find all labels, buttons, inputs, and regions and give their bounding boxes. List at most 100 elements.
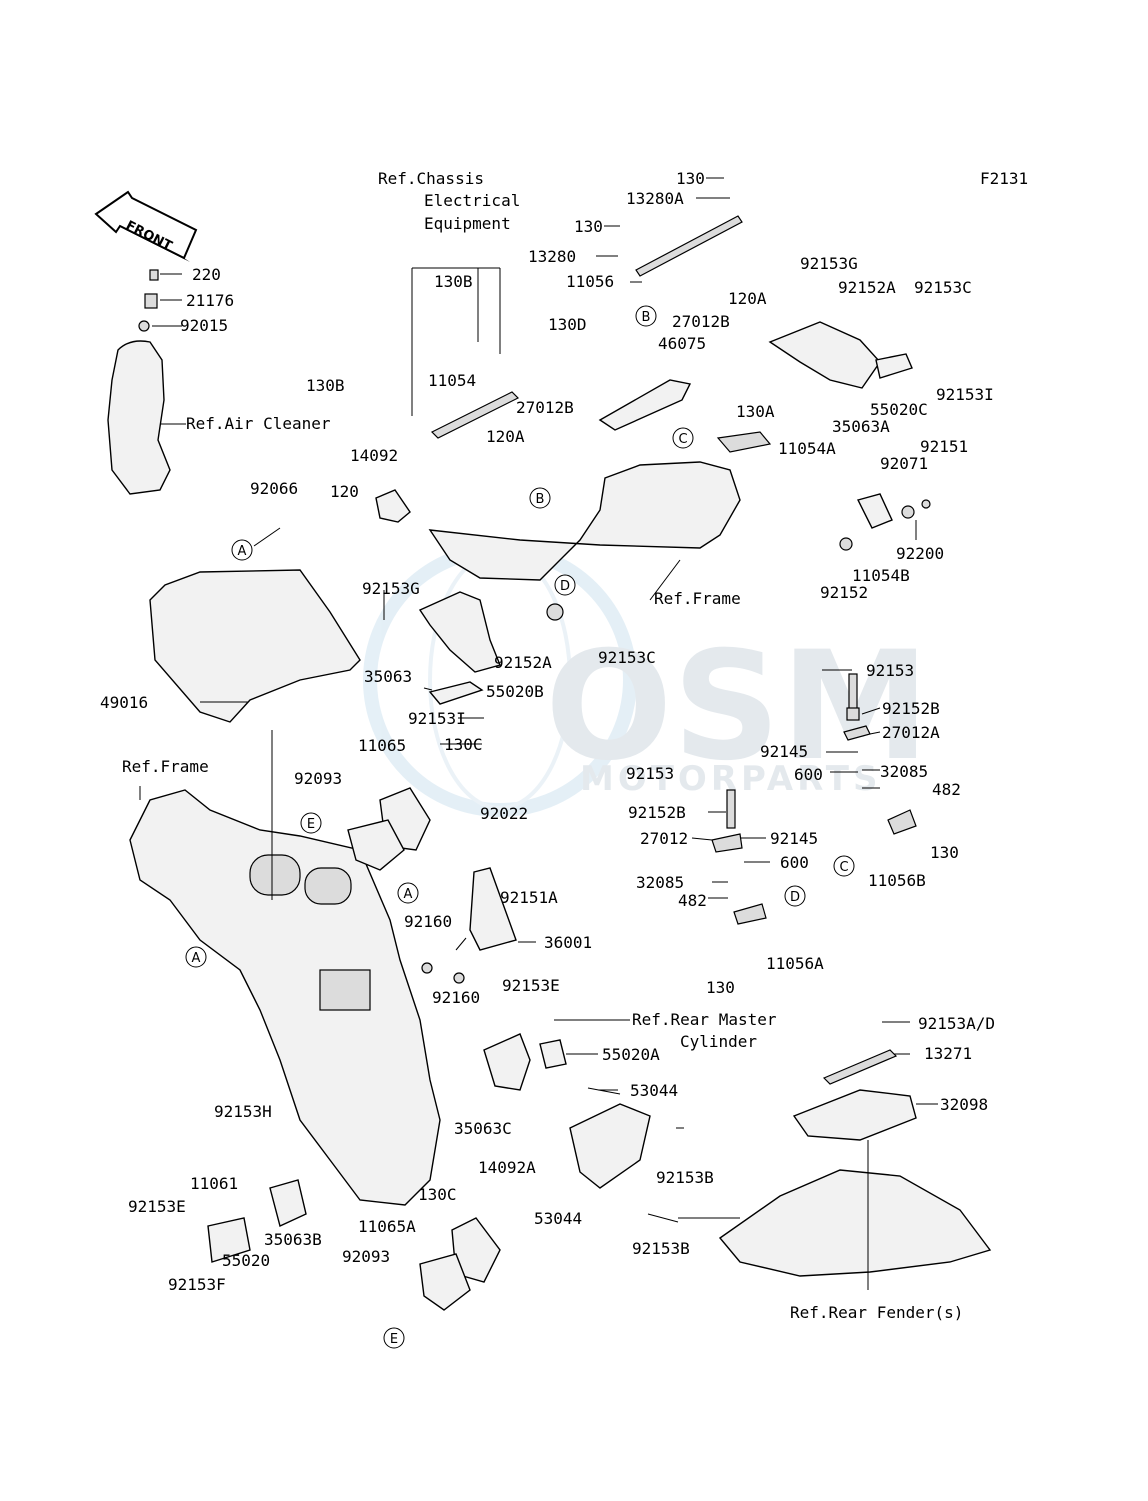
- part-label: 92151: [920, 437, 968, 456]
- part-label: 92153H: [214, 1102, 272, 1121]
- part-label: 32085: [636, 873, 684, 892]
- part-label: 92015: [180, 316, 228, 335]
- part-label: 92093: [294, 769, 342, 788]
- part-label: 92152: [820, 583, 868, 602]
- front-arrow-icon: FRONT: [94, 190, 198, 262]
- bracket-35063A: [768, 321, 881, 389]
- part-label: 130: [706, 978, 735, 997]
- part-label: 27012B: [672, 312, 730, 331]
- bracket-14092: [375, 489, 411, 523]
- bracket-55020C: [875, 353, 913, 379]
- callout-a-left: [185, 946, 207, 968]
- seal-92093: [347, 819, 405, 871]
- part-label: 92153I: [936, 385, 994, 404]
- part-label: 92160: [432, 988, 480, 1007]
- lever-27012: [711, 833, 743, 853]
- washer-92152: [839, 537, 853, 551]
- callout-c-top-label: C: [678, 432, 687, 447]
- part-label: 130: [930, 843, 959, 862]
- leader-lines: [139, 177, 938, 1290]
- bar-11056: [635, 215, 743, 277]
- ref-frame-top: Ref.Frame: [654, 589, 741, 608]
- ref-chassis-1: Ref.Chassis: [378, 169, 484, 188]
- part-label: 92153F: [168, 1275, 226, 1294]
- part-label: 92152B: [882, 699, 940, 718]
- part-label: 92153I: [408, 709, 466, 728]
- air-cleaner-duct: [107, 340, 171, 495]
- part-label: 27012B: [516, 398, 574, 417]
- part-label: 92071: [880, 454, 928, 473]
- bracket-11054B: [856, 493, 893, 529]
- bracket-55020B: [428, 681, 484, 705]
- bracket-35063C: [483, 1033, 531, 1091]
- part-label: 14092A: [478, 1158, 536, 1177]
- part-label: 92145: [760, 742, 808, 761]
- part-label: 55020C: [870, 400, 928, 419]
- part-label: 92022: [480, 804, 528, 823]
- collar-92152B: [846, 707, 860, 721]
- part-label: 92153G: [362, 579, 420, 598]
- rear-fender: [718, 1169, 992, 1277]
- callout-c-right-label: C: [839, 860, 848, 875]
- bolt-92153-center: [726, 789, 736, 829]
- callout-c-top: [672, 427, 694, 449]
- part-label: 32098: [940, 1095, 988, 1114]
- part-label: 32085: [880, 762, 928, 781]
- ref-frame-left: Ref.Frame: [122, 757, 209, 776]
- bolt-92153: [848, 673, 858, 713]
- bolt-21176: [144, 293, 158, 309]
- part-label: 92153: [626, 764, 674, 783]
- part-label: 92152A: [838, 278, 896, 297]
- callout-d-top: [554, 574, 576, 596]
- part-label: 11056: [566, 272, 614, 291]
- part-label: 27012: [640, 829, 688, 848]
- callout-e-bottom-label: E: [390, 1332, 398, 1347]
- part-label: 92066: [250, 479, 298, 498]
- frame-window-1: [249, 854, 301, 896]
- cover-46075: [598, 379, 692, 431]
- part-label: 92145: [770, 829, 818, 848]
- callout-a-left-label: A: [192, 951, 201, 966]
- washer-92200: [921, 499, 931, 509]
- part-label: 13271: [924, 1044, 972, 1063]
- part-label: 92160: [404, 912, 452, 931]
- part-label: 92153: [866, 661, 914, 680]
- part-labels: 130 13280A 130 13280 11056 92153G 92152A…: [100, 169, 995, 1294]
- callout-b-mid-label: B: [536, 492, 545, 507]
- part-label: 600: [780, 853, 809, 872]
- part-label: 55020A: [602, 1045, 660, 1064]
- part-label: 92153B: [656, 1168, 714, 1187]
- part-label: 11056B: [868, 871, 926, 890]
- washer-92071: [901, 505, 915, 519]
- main-frame: [129, 789, 441, 1206]
- callout-a-top: [231, 539, 253, 561]
- callout-e-bottom: [383, 1327, 405, 1349]
- watermark: OSM MOTORPARTS: [363, 543, 930, 817]
- ref-rear-fender: Ref.Rear Fender(s): [790, 1303, 963, 1322]
- part-label: 92093: [342, 1247, 390, 1266]
- part-label: 55020B: [486, 682, 544, 701]
- part-label: 55020: [222, 1251, 270, 1270]
- part-label: 11056A: [766, 954, 824, 973]
- seal-92093-lower: [419, 1253, 471, 1311]
- part-label: 120A: [486, 427, 525, 446]
- callout-circles: B C B A D E A A C D E: [185, 305, 855, 1349]
- part-label: 11054: [428, 371, 476, 390]
- part-label: 92152A: [494, 653, 552, 672]
- cover-49016: [149, 569, 361, 723]
- part-label: 482: [932, 780, 961, 799]
- part-label: 53044: [534, 1209, 582, 1228]
- bolt-220: [149, 269, 159, 281]
- part-label: 92200: [896, 544, 944, 563]
- part-label: 13280: [528, 247, 576, 266]
- part-label: 130: [574, 217, 603, 236]
- part-label: 13280A: [626, 189, 684, 208]
- plate-11054A: [716, 431, 772, 453]
- cover-14092A: [569, 1103, 651, 1189]
- part-label: 35063A: [832, 417, 890, 436]
- battery-case-32098: [792, 1089, 917, 1141]
- plate-55020: [207, 1217, 251, 1263]
- part-label: 36001: [544, 933, 592, 952]
- part-label: 130B: [306, 376, 345, 395]
- frame-window-3: [319, 969, 371, 1011]
